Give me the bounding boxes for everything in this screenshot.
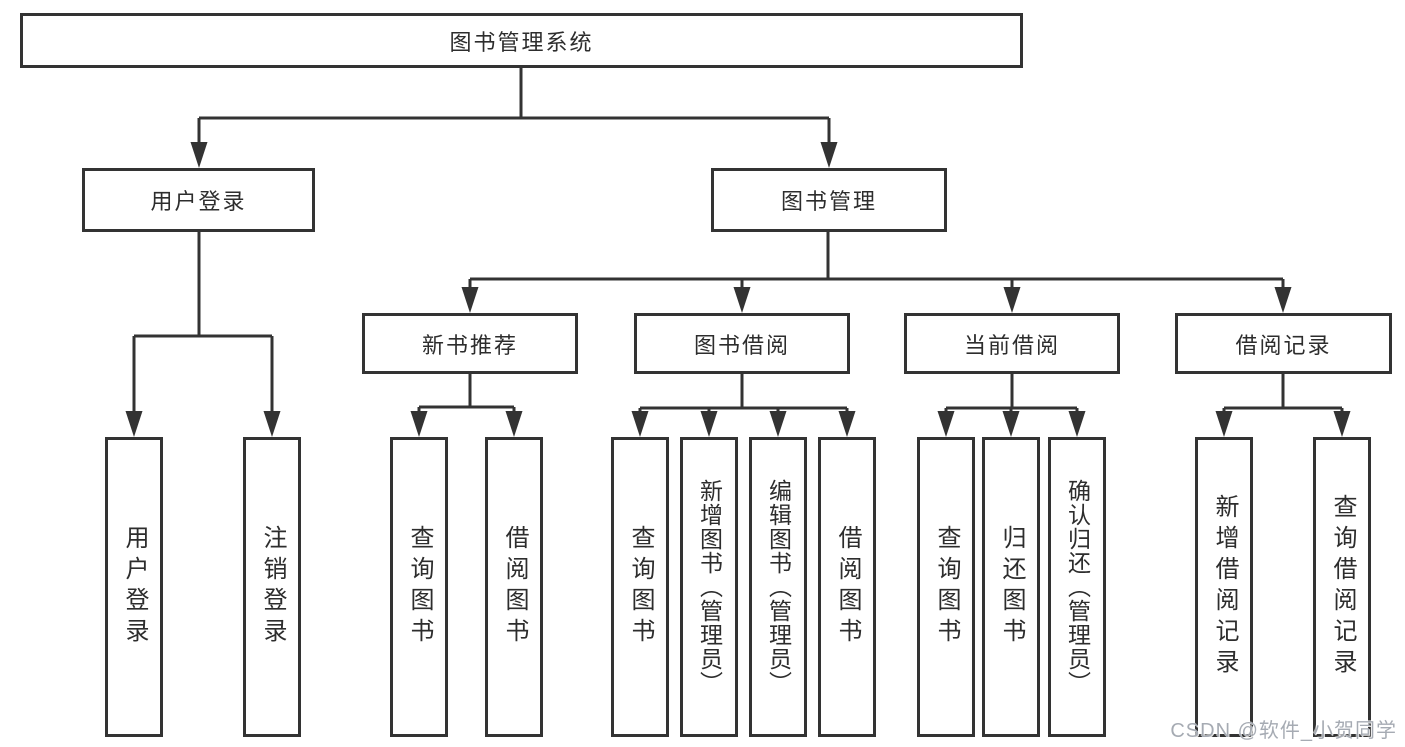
node-root: 图书管理系统 (20, 13, 1023, 68)
node-leaf-query-books-borrowing: 查询图书 (611, 437, 669, 737)
node-leaf-return-book: 归还图书 (982, 437, 1040, 737)
node-leaf-query-books-recommend: 查询图书 (390, 437, 448, 737)
node-borrowing-records: 借阅记录 (1175, 313, 1392, 374)
node-leaf-query-borrow-record: 查询借阅记录 (1313, 437, 1371, 737)
node-leaf-borrow-books-recommend: 借阅图书 (485, 437, 543, 737)
node-book-management: 图书管理 (711, 168, 947, 232)
node-leaf-add-borrow-record: 新增借阅记录 (1195, 437, 1253, 737)
node-leaf-edit-book-admin: 编辑图书（管理员） (749, 437, 807, 737)
node-leaf-confirm-return-admin: 确认归还（管理员） (1048, 437, 1106, 737)
node-book-borrowing: 图书借阅 (634, 313, 850, 374)
node-leaf-borrow-books-borrowing: 借阅图书 (818, 437, 876, 737)
node-current-borrowing: 当前借阅 (904, 313, 1120, 374)
node-leaf-query-books-current: 查询图书 (917, 437, 975, 737)
node-user-login: 用户登录 (82, 168, 315, 232)
node-leaf-user-login: 用户登录 (105, 437, 163, 737)
watermark: CSDN @软件_小贺同学 (1170, 720, 1397, 742)
node-leaf-add-book-admin: 新增图书（管理员） (680, 437, 738, 737)
node-new-book-recommend: 新书推荐 (362, 313, 578, 374)
node-leaf-logout: 注销登录 (243, 437, 301, 737)
